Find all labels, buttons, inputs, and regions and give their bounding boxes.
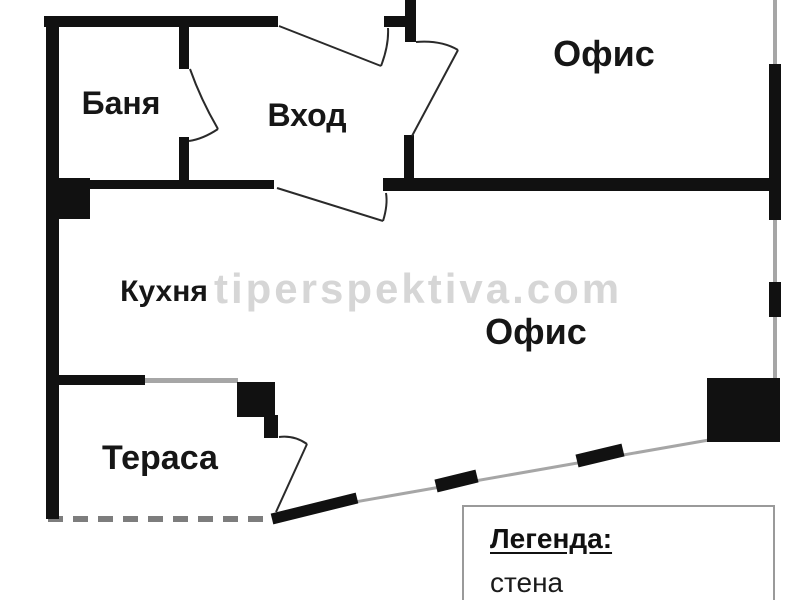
wall-diagonal-seg3 <box>575 443 625 468</box>
wall-kitchen-top <box>88 180 274 189</box>
wall-top <box>44 16 278 27</box>
wall-left <box>46 16 59 519</box>
door-arc-kitchen <box>382 192 388 222</box>
door-leaf-entry-main <box>411 49 459 137</box>
walls <box>44 0 781 519</box>
room-label-kuhnya: Кухня <box>120 275 208 308</box>
column-terrace-lower <box>264 415 278 438</box>
wall-bath-divider-upper <box>179 24 189 69</box>
wall-mid-horizontal <box>383 178 780 191</box>
room-label-banya: Баня <box>82 85 161 121</box>
column-left <box>46 178 90 219</box>
door-swings <box>188 25 459 513</box>
window-right-lower <box>773 315 777 380</box>
wall-entry-vertical <box>405 0 416 42</box>
wall-diagonal-seg2 <box>434 469 479 493</box>
wall-bath-divider-lower <box>179 137 189 186</box>
door-leaf-bathroom <box>189 68 219 130</box>
window-right-middle <box>773 218 777 284</box>
wall-right-upper <box>769 64 781 220</box>
column-corner-right <box>707 378 780 442</box>
door-leaf-entry-left <box>278 25 382 67</box>
window-right-top <box>773 0 777 66</box>
door-arc-entry-main <box>415 40 459 51</box>
wall-entry-stub <box>384 16 407 27</box>
door-leaf-terrace <box>275 443 308 513</box>
watermark-text: tiperspektiva.com <box>214 265 622 312</box>
room-label-ofis-main: Офис <box>485 311 587 352</box>
window-terrace-top <box>145 378 238 383</box>
legend-item-wall: стена <box>490 567 564 598</box>
room-label-terasa: Тераса <box>102 439 219 477</box>
door-leaf-kitchen <box>276 187 384 222</box>
walls-diagonal <box>270 443 625 525</box>
legend-title: Легенда: <box>490 523 613 554</box>
wall-right-middle <box>769 282 781 317</box>
column-terrace <box>237 382 275 417</box>
legend-box: Легенда: стена <box>462 505 775 600</box>
door-arc-entry-left <box>380 27 390 67</box>
window-lines <box>145 0 777 518</box>
room-label-vhod: Вход <box>267 97 346 133</box>
door-arc-terrace <box>278 435 308 445</box>
room-label-ofis-top: Офис <box>553 33 655 74</box>
door-arc-bathroom <box>188 128 219 142</box>
wall-diagonal-seg1 <box>270 492 359 525</box>
wall-entry-mid-stub <box>404 135 414 184</box>
wall-terrace-top <box>57 375 145 385</box>
